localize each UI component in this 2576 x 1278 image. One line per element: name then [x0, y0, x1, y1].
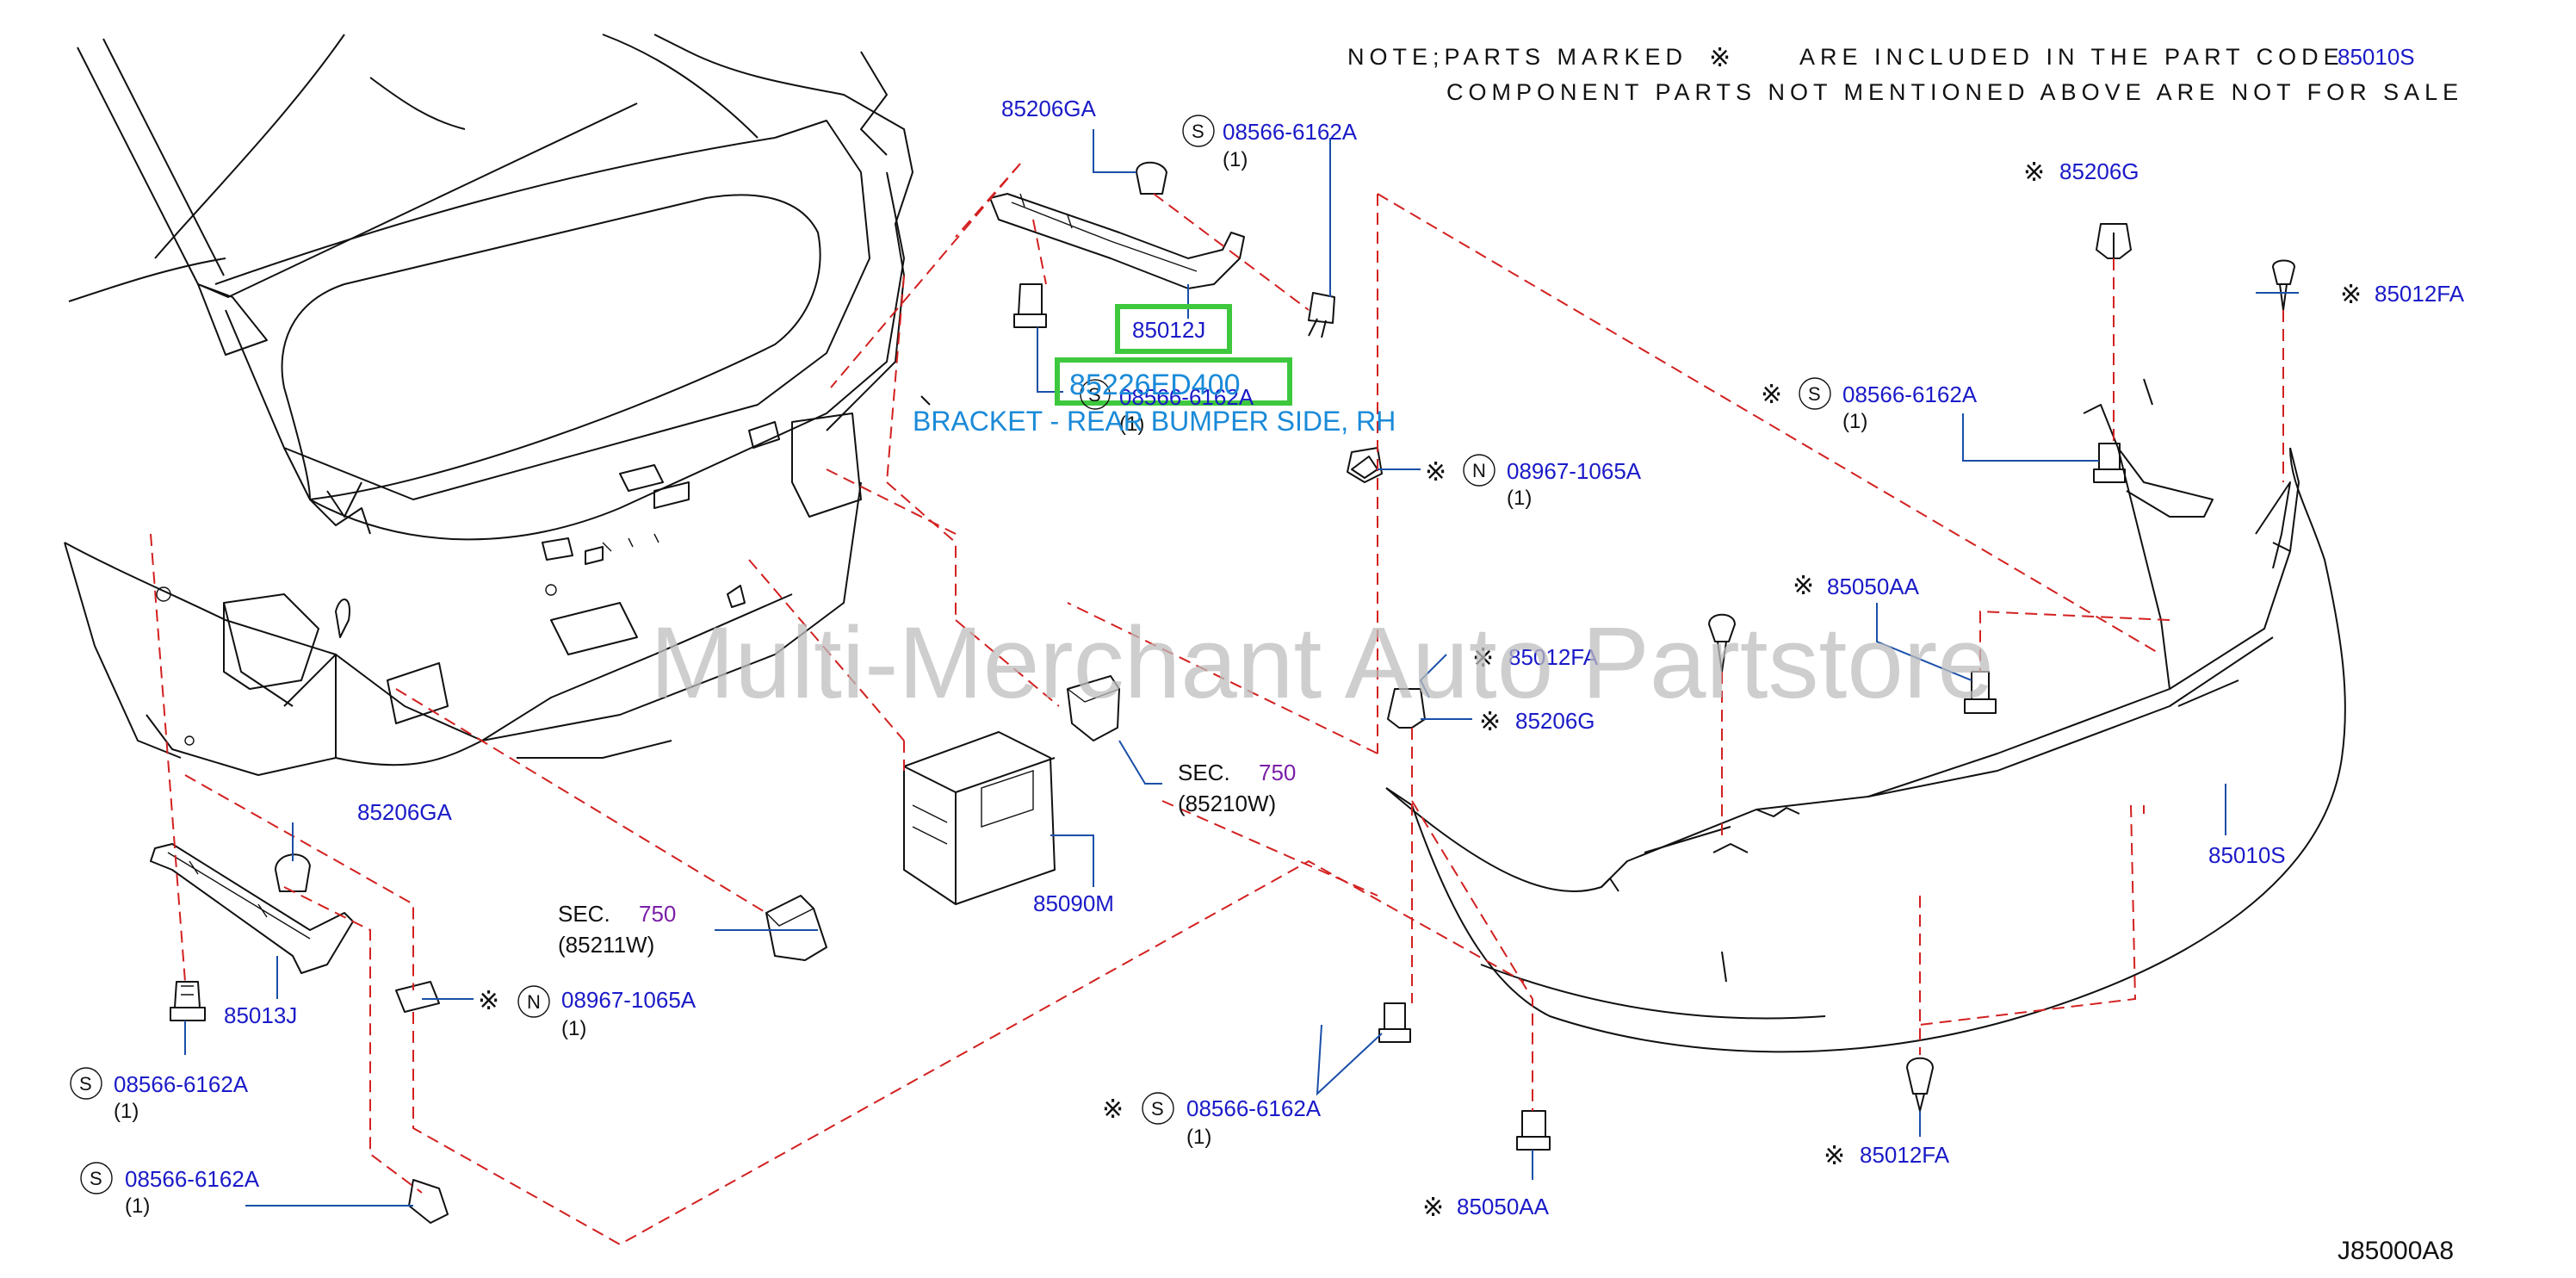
included-mark-icon: ※	[2023, 158, 2045, 187]
included-mark-icon: ※	[1709, 44, 1731, 72]
diagram-reference: J85000A8	[2338, 1237, 2454, 1265]
note-line1-prefix: NOTE;PARTS MARKED	[1347, 44, 1687, 70]
selected-part-description: BRACKET - REAR BUMPER SIDE, RH	[913, 406, 1396, 437]
section-number-1[interactable]: 750	[1259, 760, 1296, 785]
qty-08967-1065a-top: (1)	[1507, 487, 1532, 510]
s-circle-icon	[70, 1067, 102, 1100]
included-mark-icon: ※	[1824, 1142, 1845, 1170]
s-circle-icon	[1182, 115, 1215, 147]
callout-08566-6162a-left1[interactable]: 08566-6162A	[114, 1071, 249, 1097]
s-circle-letter: S	[79, 1073, 92, 1095]
qty-08566-6162a-right: (1)	[1842, 410, 1867, 433]
module-85090m-drawing	[903, 731, 1056, 905]
qty-08566-6162a-top: (1)	[1223, 148, 1248, 171]
s-circle-icon	[1080, 379, 1111, 410]
callout-85090m[interactable]: 85090M	[1033, 890, 1114, 916]
included-mark-icon: ※	[1102, 1095, 1124, 1124]
callout-85012fa-top[interactable]: 85012FA	[2375, 281, 2465, 307]
qty-08566-6162a-left2: (1)	[125, 1194, 150, 1218]
bracket-85012j-drawing	[989, 161, 1383, 483]
s-circle-letter: S	[1151, 1098, 1164, 1120]
s-circle-letter: S	[1808, 383, 1821, 405]
callout-85013j[interactable]: 85013J	[224, 1002, 297, 1028]
callout-85206g-mid[interactable]: 85206G	[1515, 708, 1595, 734]
section-code-1: (85210W)	[1178, 791, 1276, 816]
s-circle-letter: S	[1088, 384, 1101, 406]
n-circle-letter: N	[527, 991, 541, 1013]
included-mark-icon: ※	[1479, 708, 1501, 736]
included-mark-icon: ※	[478, 987, 499, 1015]
callout-85050aa-bottom[interactable]: 85050AA	[1457, 1194, 1550, 1219]
note-line1-code: 85010S	[2338, 44, 2415, 70]
callout-85012j[interactable]: 85012J	[1132, 317, 1205, 343]
included-mark-icon: ※	[2340, 281, 2362, 309]
highlight-box-85012j	[1115, 304, 1232, 354]
s-circle-letter: S	[90, 1168, 102, 1189]
included-mark-icon: ※	[1472, 644, 1494, 673]
section-label-2: SEC.	[558, 901, 610, 927]
qty-08566-6162a-left1: (1)	[114, 1100, 139, 1123]
note-line2: COMPONENT PARTS NOT MENTIONED ABOVE ARE …	[1446, 79, 2463, 105]
note-line1-suffix: ARE INCLUDED IN THE PART CODE	[1799, 44, 2344, 70]
leader-lines	[184, 129, 2299, 1207]
callout-08566-6162a-right[interactable]: 08566-6162A	[1842, 382, 1978, 407]
callout-85206ga-top[interactable]: 85206GA	[1001, 96, 1097, 121]
highlight-box-85226ed400	[1055, 357, 1292, 406]
section-label-1: SEC.	[1178, 760, 1230, 785]
included-mark-icon: ※	[1422, 1194, 1444, 1222]
callout-85206g-top[interactable]: 85206G	[2059, 158, 2139, 184]
n-circle-letter: N	[1472, 460, 1486, 481]
included-mark-icon: ※	[1793, 572, 1814, 600]
s-circle-letter: S	[1192, 121, 1204, 142]
included-mark-icon: ※	[1761, 381, 1782, 409]
callout-85206ga-left[interactable]: 85206GA	[357, 799, 453, 825]
callout-08566-6162a-top[interactable]: 08566-6162A	[1223, 119, 1358, 145]
callout-08967-1065a-top[interactable]: 08967-1065A	[1507, 458, 1642, 484]
n-circle-icon	[517, 985, 550, 1018]
callout-85010s[interactable]: 85010S	[2208, 842, 2286, 868]
bracket-85013j-drawing	[150, 843, 449, 1224]
cover-85211w-drawing	[765, 895, 827, 961]
cover-85210w-drawing	[1067, 675, 1120, 741]
callout-08566-6162a-left2[interactable]: 08566-6162A	[125, 1166, 260, 1192]
watermark: Multi-Merchant Auto Partstore	[650, 606, 1994, 720]
callout-85012fa-bottom[interactable]: 85012FA	[1860, 1142, 1950, 1168]
qty-08967-1065a-left: (1)	[561, 1017, 586, 1040]
callout-85012fa-mid[interactable]: 85012FA	[1508, 644, 1599, 670]
vehicle-body-drawing	[64, 34, 931, 776]
qty-08566-6162a-hidden: (1)	[1119, 413, 1144, 436]
selected-part-number[interactable]: 85226ED400	[1069, 369, 1241, 401]
n-circle-icon	[1463, 454, 1495, 487]
section-code-2: (85211W)	[558, 932, 654, 958]
qty-08566-6162a-bottom: (1)	[1186, 1126, 1211, 1149]
s-circle-icon	[1799, 377, 1831, 410]
assembly-dashed-lines	[150, 163, 2284, 1246]
callout-08566-6162a-hidden[interactable]: 08566-6162A	[1119, 384, 1254, 410]
section-number-2[interactable]: 750	[639, 901, 676, 927]
callout-08967-1065a-left[interactable]: 08967-1065A	[561, 987, 697, 1013]
s-circle-icon	[80, 1162, 113, 1194]
s-circle-icon	[1142, 1092, 1174, 1125]
included-mark-icon: ※	[1425, 458, 1446, 487]
callout-08566-6162a-bottom[interactable]: 08566-6162A	[1186, 1095, 1322, 1121]
rear-bumper-85010s-drawing	[1385, 378, 2346, 1053]
callout-85050aa-mid[interactable]: 85050AA	[1827, 574, 1920, 599]
